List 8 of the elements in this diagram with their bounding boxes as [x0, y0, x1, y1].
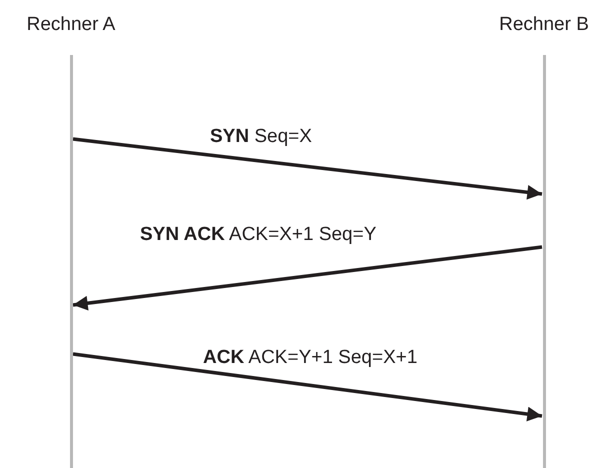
participant-label: Rechner A [26, 14, 116, 36]
message-label: SYN Seq=X [210, 126, 312, 148]
message-arrow [72, 352, 542, 422]
message-label: ACK ACK=Y+1 Seq=X+1 [203, 347, 418, 369]
message-label: SYN ACK ACK=X+1 Seq=Y [140, 224, 376, 246]
message-arrow [72, 245, 542, 310]
message-arrow [72, 137, 542, 200]
participant-label: Rechner B [498, 14, 590, 36]
